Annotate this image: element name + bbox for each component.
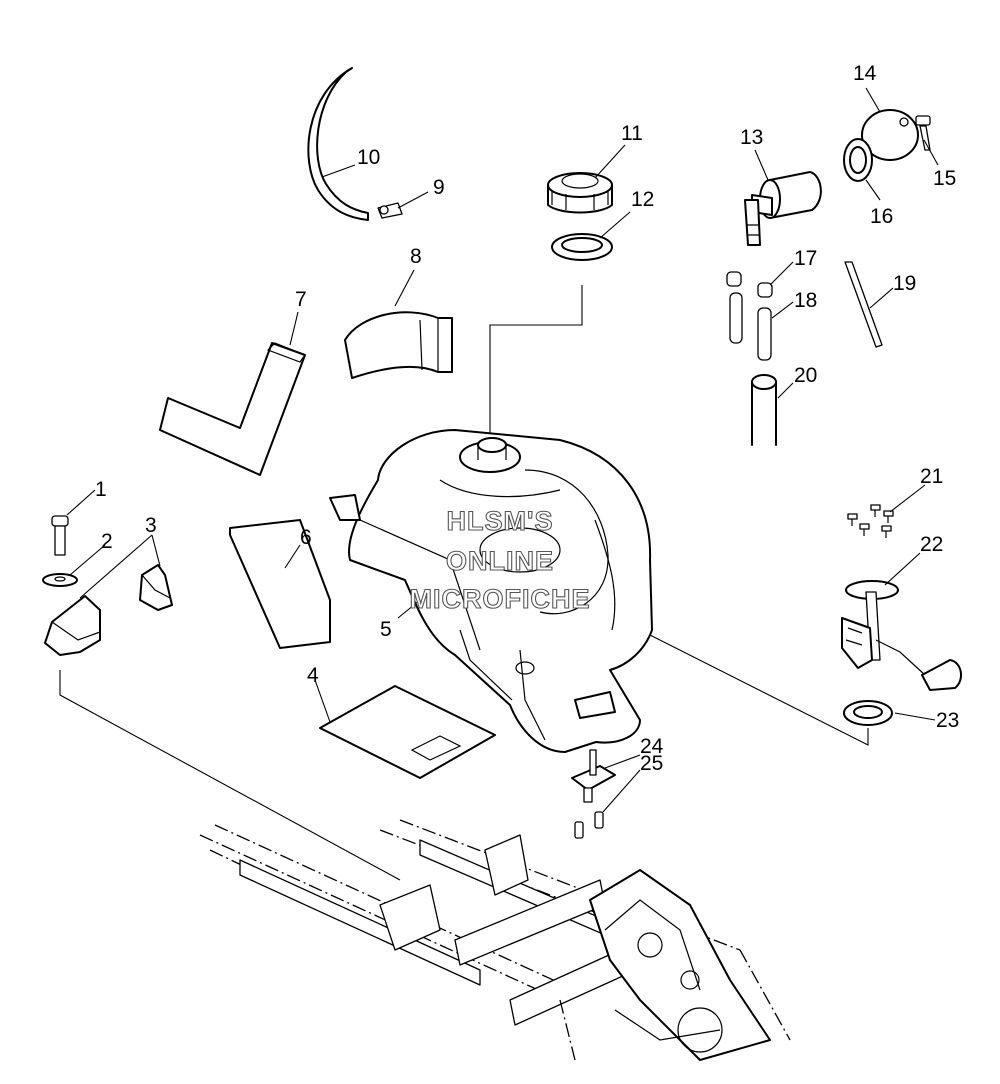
- tank-stud-bracket: [571, 749, 616, 803]
- callout-25: 25: [640, 752, 663, 775]
- foam-strip: [159, 342, 306, 476]
- hose-clamp: [377, 202, 403, 219]
- callout-13: 13: [740, 126, 763, 149]
- sender-screws: [847, 504, 894, 538]
- dip-rod: [844, 261, 883, 348]
- fuel-hose: [751, 374, 777, 446]
- callout-12: 12: [631, 188, 654, 211]
- fuel-tube: [757, 307, 772, 361]
- fuel-level-sender: [841, 580, 962, 691]
- callout-10: 10: [357, 146, 380, 169]
- heat-shield: [229, 519, 331, 649]
- callout-3: 3: [145, 514, 157, 537]
- mount-bolt: [51, 515, 69, 556]
- stud-bolts: [574, 811, 604, 839]
- callout-labels: 1 2 3 4 5 6 7 8 9 10 11 12 13 14 15 16 1…: [95, 62, 959, 775]
- tube-cap-left: [726, 271, 742, 287]
- callout-6: 6: [300, 526, 312, 549]
- fuel-tank: [329, 429, 653, 753]
- mount-bracket-right: [139, 564, 173, 611]
- foam-pad-upper: [344, 311, 453, 379]
- callout-16: 16: [870, 205, 893, 228]
- callout-15: 15: [933, 167, 956, 190]
- callout-21: 21: [920, 465, 943, 488]
- fuel-cap: [547, 172, 613, 214]
- mount-washer: [42, 573, 78, 587]
- watermark-line-2: ONLINE: [446, 546, 554, 576]
- leader-12-tank: [489, 285, 583, 450]
- callout-14: 14: [853, 62, 877, 85]
- tube-cap: [757, 282, 773, 298]
- callout-5: 5: [380, 618, 392, 641]
- callout-22: 22: [920, 533, 943, 556]
- leader-3-frame: [59, 670, 401, 881]
- callout-2: 2: [101, 530, 113, 553]
- watermark-line-3: MICROFICHE: [410, 584, 591, 614]
- chassis-frame: [199, 819, 791, 1061]
- callout-19: 19: [893, 272, 916, 295]
- fuel-valve: [744, 171, 822, 246]
- callout-17: 17: [794, 247, 817, 270]
- callout-9: 9: [433, 176, 445, 199]
- callout-18: 18: [794, 289, 817, 312]
- tank-pad: [319, 685, 496, 779]
- callout-24: 24: [640, 735, 664, 758]
- callout-7: 7: [295, 288, 307, 311]
- mount-bracket-left: [44, 595, 101, 656]
- callout-1: 1: [95, 478, 107, 501]
- vent-hose: [307, 67, 369, 221]
- callout-4: 4: [307, 664, 319, 687]
- valve-gasket: [843, 138, 873, 182]
- callout-8: 8: [410, 245, 422, 268]
- watermark-line-1: HLSM'S: [447, 506, 554, 536]
- callout-20: 20: [794, 364, 817, 387]
- callout-11: 11: [621, 122, 643, 145]
- callout-leaders: [66, 87, 939, 813]
- callout-23: 23: [936, 709, 959, 732]
- leader-5-23: [649, 634, 869, 746]
- watermark: HLSM'S ONLINE MICROFICHE: [409, 505, 591, 614]
- valve-cover: [861, 109, 919, 161]
- cap-gasket: [551, 233, 613, 261]
- fuel-tube-left: [729, 292, 743, 344]
- sender-gasket: [843, 700, 893, 726]
